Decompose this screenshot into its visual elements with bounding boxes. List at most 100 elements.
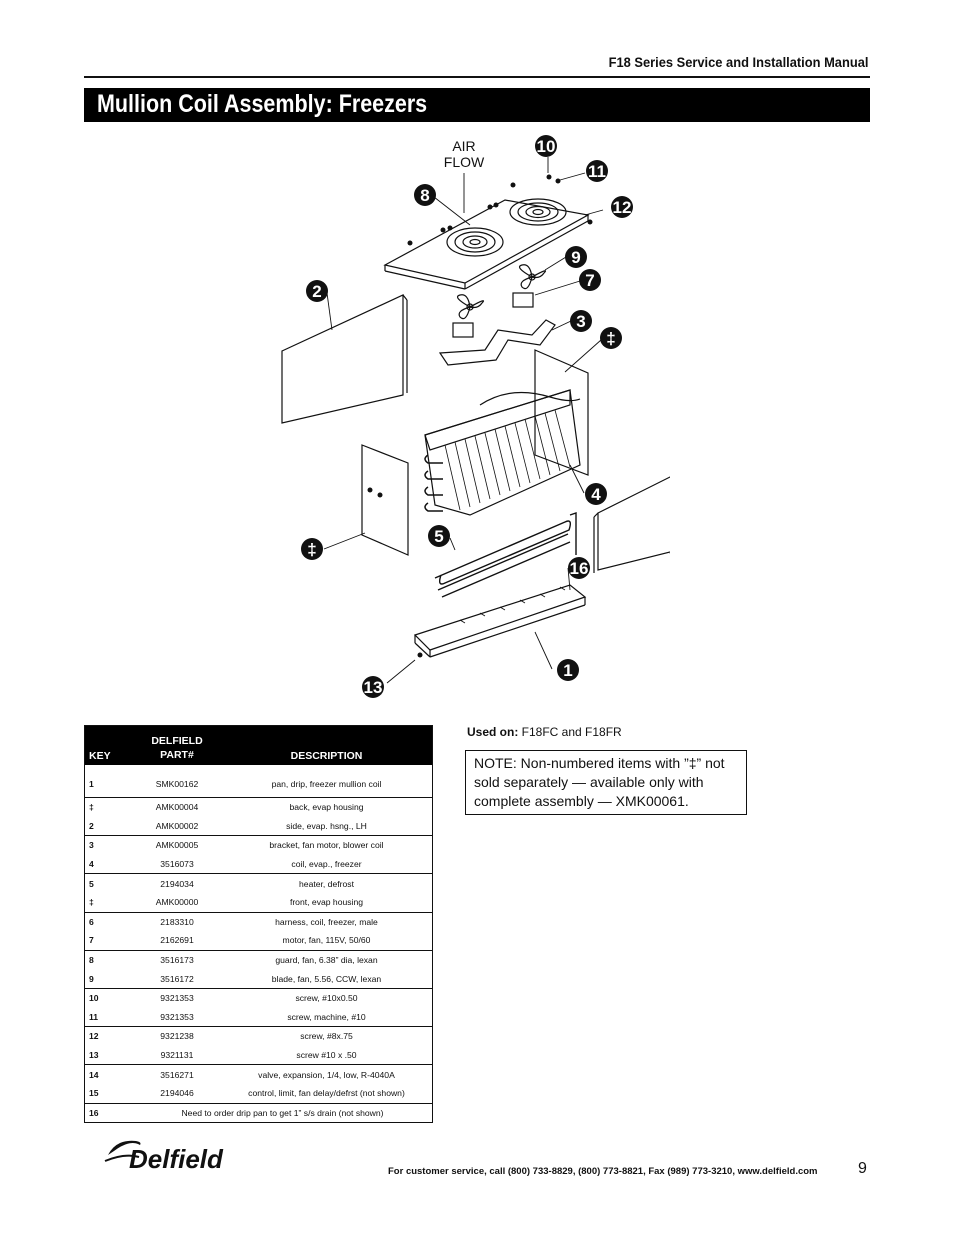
page-title-bar: Mullion Coil Assembly: Freezers <box>84 88 870 122</box>
header-key: KEY <box>89 750 111 762</box>
header-part: DELFIELD PART# <box>133 726 221 766</box>
row-key: 13 <box>89 1050 99 1061</box>
row-part: 9321238 <box>133 1026 221 1046</box>
row-key: ‡ <box>89 897 94 908</box>
row-key: 4 <box>89 859 94 870</box>
row-description: screw, machine, #10 <box>287 1011 366 1022</box>
row-description: coil, evap., freezer <box>291 859 362 870</box>
callout-3: 3 <box>570 310 592 332</box>
row-description: screw #10 x .50 <box>296 1050 357 1061</box>
row-part: 3516073 <box>160 859 194 870</box>
row-part: 2183310 <box>133 911 221 932</box>
table-row: 15 2194046 control, limit, fan delay/defrs… <box>85 1084 433 1103</box>
fan-guard-right <box>509 198 567 226</box>
side-panel-left <box>281 294 404 424</box>
callout-dagger-back: ‡ <box>600 327 622 349</box>
callout-2-left: 2 <box>306 280 328 302</box>
delfield-logo-graphic: Delfield <box>104 1140 224 1174</box>
evaporator-coil <box>424 389 581 516</box>
row-description: bracket, fan motor, blower coil <box>221 835 433 855</box>
row-part: AMK00000 <box>155 897 199 908</box>
exploded-diagram-svg: AIR FLOW 10 11 8 12 9 7 2 3 ‡ 4 ‡ 5 16 2… <box>281 135 670 698</box>
row-part: 9321353 <box>133 987 221 1008</box>
svg-text:7: 7 <box>585 271 594 290</box>
row-part: 9321131 <box>160 1050 194 1061</box>
used-on-value: F18FC and F18FR <box>518 725 622 739</box>
svg-text:10: 10 <box>537 137 556 156</box>
exploded-diagram: AIR FLOW 10 11 8 12 9 7 2 3 ‡ 4 ‡ 5 16 2… <box>270 135 670 710</box>
row-key: 15 <box>89 1088 99 1099</box>
used-on: Used on: F18FC and F18FR <box>467 725 622 739</box>
callout-16: 16 <box>568 557 590 579</box>
table-row: ‡ AMK00000 front, evap housing <box>85 893 433 912</box>
callout-4: 4 <box>585 483 607 505</box>
callout-9: 9 <box>565 246 587 268</box>
row-part: 9321353 <box>160 1011 194 1022</box>
page-number: 9 <box>858 1160 867 1177</box>
row-description: heater, defrost <box>221 873 433 893</box>
header-part-line1: DELFIELD <box>151 735 203 747</box>
table-row: 4 3516073 coil, evap., freezer <box>85 855 433 874</box>
svg-text:9: 9 <box>571 248 580 267</box>
row-key: 5 <box>84 873 133 893</box>
callout-1: 1 <box>557 659 579 681</box>
svg-text:11: 11 <box>588 162 606 181</box>
svg-text:13: 13 <box>364 678 383 697</box>
row-description: front, evap housing <box>289 897 364 908</box>
row-key: 16 <box>84 1102 133 1123</box>
row-description: screw, #10x0.50 <box>221 987 433 1008</box>
row-description: harness, coil, freezer, male <box>221 911 433 932</box>
svg-text:4: 4 <box>591 485 601 504</box>
drip-pan <box>413 584 587 658</box>
header-description: DESCRIPTION <box>290 750 363 762</box>
customer-service-contact: For customer service, call (800) 733-882… <box>388 1166 818 1177</box>
row-description: Need to order drip pan to get 1” s/s dra… <box>133 1102 433 1123</box>
svg-text:5: 5 <box>434 527 443 546</box>
row-description: back, evap housing <box>221 796 433 817</box>
callout-5: 5 <box>428 525 450 547</box>
fan-motor-right <box>512 292 534 308</box>
svg-text:2: 2 <box>312 282 321 301</box>
back-housing <box>534 349 589 476</box>
row-key: 9 <box>89 973 94 984</box>
row-description: screw, #8x.75 <box>221 1026 433 1046</box>
note-box: NOTE: Non-numbered items with ”‡” not so… <box>465 750 747 815</box>
row-key: 14 <box>84 1064 133 1084</box>
row-part: 3516173 <box>133 949 221 970</box>
fan-guard-left <box>446 227 504 257</box>
callout-13: 13 <box>362 676 384 698</box>
page-title: Mullion Coil Assembly: Freezers <box>97 90 428 118</box>
row-description: control, limit, fan delay/defrst (not sh… <box>248 1088 405 1099</box>
front-housing <box>361 444 409 556</box>
airflow-label-line1: AIR <box>452 138 475 154</box>
svg-text:‡: ‡ <box>307 540 316 559</box>
row-part: 3516271 <box>133 1064 221 1084</box>
callout-12: 12 <box>611 196 633 218</box>
row-description: pan, drip, freezer mullion coil <box>271 779 382 789</box>
row-part: AMK00004 <box>133 796 221 817</box>
svg-text:1: 1 <box>563 661 572 680</box>
row-key: 7 <box>89 935 94 946</box>
row-part: AMK00005 <box>133 835 221 855</box>
airflow-label-line2: FLOW <box>444 154 485 170</box>
row-part: 2194046 <box>160 1088 194 1099</box>
row-key: 6 <box>84 911 133 932</box>
row-key: 11 <box>89 1011 99 1022</box>
svg-text:16: 16 <box>570 559 589 578</box>
row-part: 3516172 <box>160 973 194 984</box>
row-key: 2 <box>89 820 94 831</box>
callout-8: 8 <box>414 184 436 206</box>
header-part-line2: PART# <box>160 749 194 761</box>
callout-10: 10 <box>535 135 557 157</box>
